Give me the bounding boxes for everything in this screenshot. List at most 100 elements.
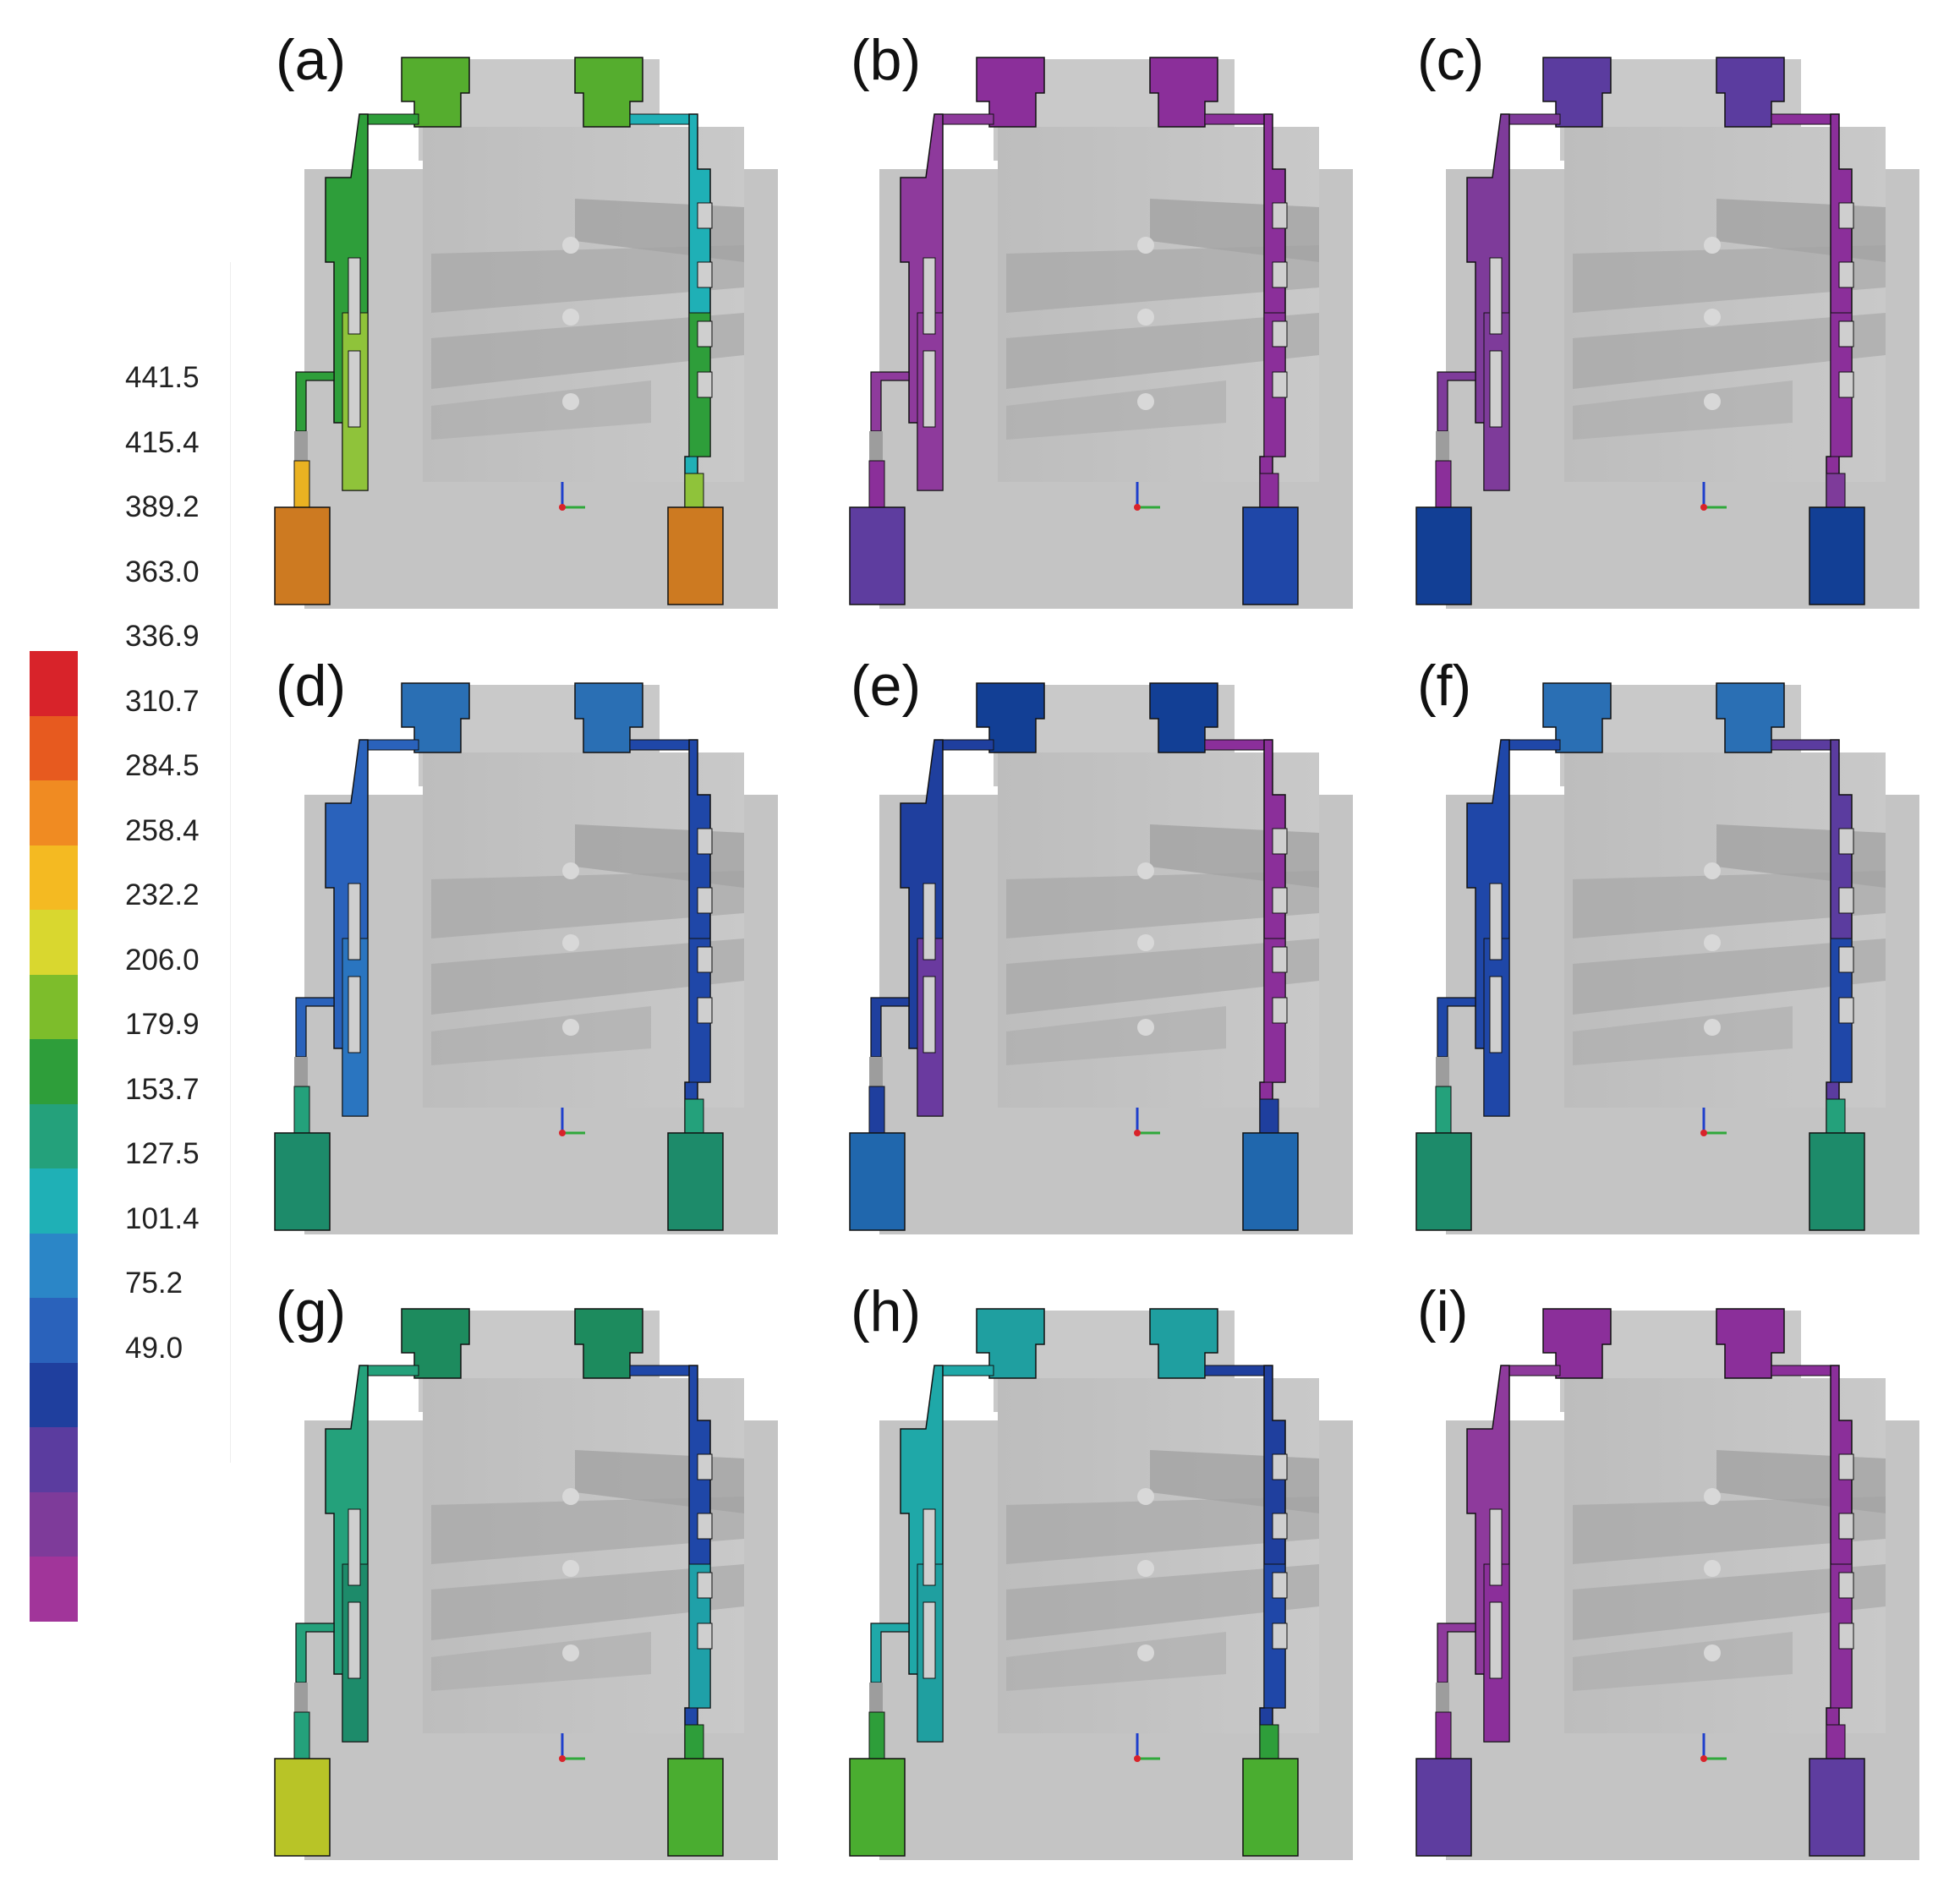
colorbar-tick-label: 336.9: [125, 620, 200, 654]
colorbar-tick-label: 258.4: [125, 813, 200, 847]
casting-right-neck: [1259, 1098, 1279, 1138]
casting-right-foot: [1242, 1132, 1299, 1231]
rib-slot: [697, 887, 713, 914]
ejector-wedge: [431, 1564, 744, 1640]
ejector-wedge: [1006, 245, 1319, 313]
mold-cross-section: [1415, 1308, 1919, 1860]
casting-right-neck: [1259, 1724, 1279, 1764]
rib-slot: [348, 350, 361, 428]
pin-hole: [562, 1019, 579, 1036]
contour-panel: (g): [271, 1279, 829, 1877]
ejector-wedge: [1006, 1564, 1319, 1640]
rib-slot: [697, 1453, 713, 1480]
casting-left-neck: [868, 1086, 885, 1138]
colorbar-segment: [30, 974, 78, 1040]
contour-panel: (c): [1412, 28, 1960, 626]
mold-cross-section: [274, 682, 778, 1234]
ejector-wedge: [431, 380, 651, 440]
colorbar-segment: [30, 1103, 78, 1169]
colorbar-segment: [30, 651, 78, 716]
casting-left-foot: [1415, 506, 1472, 605]
ejector-wedge: [1006, 1497, 1319, 1564]
ejector-wedge: [1573, 1632, 1793, 1691]
rib-slot: [1272, 1513, 1288, 1540]
pin-hole: [1704, 309, 1721, 326]
mold-cross-section: [1415, 682, 1919, 1234]
casting-top-left-lug: [976, 682, 1045, 753]
pin-hole: [1137, 393, 1154, 410]
rib-slot: [923, 976, 936, 1053]
colorbar-tick-label: 415.4: [125, 425, 200, 459]
rib-slot: [1272, 1572, 1288, 1599]
colorbar-segment: [30, 1168, 78, 1234]
casting-right-neck: [684, 473, 704, 512]
panel-label: (i): [1417, 1279, 1469, 1343]
casting-top-left-lug: [976, 1308, 1045, 1379]
casting-top-wall: [1771, 739, 1831, 751]
rib-slot: [1272, 320, 1288, 347]
rib-slot: [1272, 261, 1288, 288]
panel-label: (a): [276, 28, 347, 92]
ejector-wedge: [431, 871, 744, 938]
pin-hole: [1137, 1488, 1154, 1505]
pin-hole: [1137, 862, 1154, 879]
ejector-wedge: [1573, 380, 1793, 440]
temperature-colorbar: [30, 651, 78, 1622]
panel-label: (h): [851, 1279, 922, 1343]
ejector-wedge: [1006, 313, 1319, 389]
pin-hole: [562, 862, 579, 879]
casting-top-left-lug: [401, 1308, 470, 1379]
casting-top-wall: [1771, 113, 1831, 125]
casting-top-right-lug: [1716, 57, 1785, 128]
rib-slot: [1489, 883, 1503, 960]
casting-left-foot: [274, 506, 331, 605]
colorbar-segment: [30, 1233, 78, 1299]
rib-slot: [348, 257, 361, 335]
casting-left-foot: [849, 506, 906, 605]
casting-left-foot: [274, 1132, 331, 1231]
casting-left-neck: [293, 1086, 310, 1138]
pin-hole: [1137, 1644, 1154, 1661]
rib-slot: [923, 1601, 936, 1679]
colorbar-tick-label: 232.2: [125, 878, 200, 912]
casting-right-foot: [667, 1758, 724, 1857]
pin-hole: [1704, 1488, 1721, 1505]
rib-slot: [923, 350, 936, 428]
rib-slot: [348, 1601, 361, 1679]
colorbar-tick-label: 127.5: [125, 1137, 200, 1171]
casting-top-wall: [629, 1365, 690, 1376]
colorbar-tick-label: 310.7: [125, 684, 200, 718]
casting-top-left-lug: [1542, 57, 1612, 128]
rib-slot: [1838, 202, 1854, 229]
ejector-wedge: [431, 1006, 651, 1065]
axis-origin: [1134, 1755, 1141, 1762]
rib-slot: [348, 976, 361, 1053]
casting-top-left-lug: [1542, 682, 1612, 753]
gate-gap: [869, 431, 883, 465]
casting-left-foot: [849, 1758, 906, 1857]
pin-hole: [1137, 237, 1154, 254]
pin-hole: [1137, 934, 1154, 951]
ejector-wedge: [1006, 380, 1226, 440]
rib-slot: [697, 946, 713, 973]
colorbar-tick-label: 75.2: [125, 1267, 183, 1300]
contour-panel: (i): [1412, 1279, 1960, 1877]
casting-top-right-lug: [1716, 1308, 1785, 1379]
casting-top-right-lug: [574, 682, 643, 753]
pin-hole: [562, 309, 579, 326]
rib-slot: [1272, 887, 1288, 914]
pin-hole: [562, 237, 579, 254]
rib-slot: [697, 1623, 713, 1650]
contour-panel: (b): [846, 28, 1404, 626]
ejector-wedge: [1573, 938, 1886, 1015]
panel-label: (d): [276, 654, 347, 718]
contour-panel: (f): [1412, 654, 1960, 1251]
ejector-wedge: [431, 1497, 744, 1564]
colorbar-tick-label: 101.4: [125, 1201, 200, 1235]
colorbar-tick-label: 363.0: [125, 555, 200, 588]
ejector-wedge: [1573, 871, 1886, 938]
rib-slot: [348, 1508, 361, 1586]
rib-slot: [1272, 997, 1288, 1024]
rib-slot: [1272, 1623, 1288, 1650]
